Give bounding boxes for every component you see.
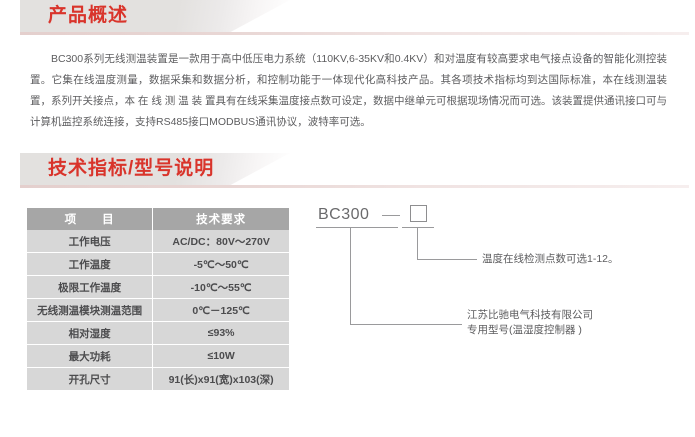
table-row: 开孔尺寸 91(长)x91(宽)x103(深): [27, 367, 289, 390]
spec-header-requirement: 技术要求: [152, 208, 289, 230]
spec-table-body: 工作电压 AC/DC：80V～270V 工作温度 -5℃～50℃ 极限工作温度 …: [27, 230, 289, 390]
spec-cell-value: ≤93%: [152, 321, 289, 345]
spec-cell-item: 工作电压: [27, 230, 154, 253]
spec-cell-value: AC/DC：80V～270V: [152, 230, 289, 253]
spec-table: 项 目 技术要求 工作电压 AC/DC：80V～270V 工作温度 -5℃～50…: [27, 208, 289, 390]
tech-content-area: 项 目 技术要求 工作电压 AC/DC：80V～270V 工作温度 -5℃～50…: [0, 200, 695, 390]
leader-line-box-horizontal: [417, 259, 477, 260]
overview-body: BC300系列无线测温装置是一款用于高中低压电力系统（110KV,6-35KV和…: [30, 49, 667, 133]
spec-cell-item: 最大功耗: [27, 344, 154, 368]
model-note-company: 江苏比驰电气科技有限公司 专用型号(温湿度控制器 ): [467, 308, 593, 338]
model-box-underline: [402, 227, 434, 228]
spec-header-item: 项 目: [27, 208, 154, 230]
table-row: 工作温度 -5℃～50℃: [27, 252, 289, 276]
table-row: 极限工作温度 -10℃～55℃: [27, 275, 289, 299]
spec-cell-value: -10℃～55℃: [152, 275, 289, 299]
spec-cell-value: 91(长)x91(宽)x103(深): [152, 367, 289, 390]
spec-table-header-row: 项 目 技术要求: [27, 208, 289, 230]
model-dash-icon: [382, 215, 400, 216]
tech-title: 技术指标/型号说明: [48, 158, 215, 179]
table-row: 工作电压 AC/DC：80V～270V: [27, 230, 289, 253]
model-number-diagram: BC300 温度在线检测点数可选1-12。 江苏比驰电气科技有限公司 专用型号(…: [310, 200, 690, 385]
tech-section-header: 技术指标/型号说明: [20, 153, 695, 185]
overview-title: 产品概述: [48, 5, 129, 26]
leader-line-code-vertical: [350, 227, 351, 325]
leader-line-code-horizontal: [350, 324, 462, 325]
spec-cell-item: 极限工作温度: [27, 275, 154, 299]
spec-cell-item: 无线测温模块测温范围: [27, 298, 154, 322]
overview-section-header: 产品概述: [20, 0, 695, 32]
table-row: 最大功耗 ≤10W: [27, 344, 289, 368]
tech-header-rule: [20, 185, 689, 188]
leader-line-box-vertical: [417, 227, 418, 260]
spec-cell-item: 相对湿度: [27, 321, 154, 345]
table-row: 相对湿度 ≤93%: [27, 321, 289, 345]
table-row: 无线测温模块测温范围 0℃－125℃: [27, 298, 289, 322]
spec-cell-item: 开孔尺寸: [27, 367, 154, 390]
overview-header-rule: [20, 32, 689, 35]
spec-cell-value: ≤10W: [152, 344, 289, 368]
overview-paragraph: BC300系列无线测温装置是一款用于高中低压电力系统（110KV,6-35KV和…: [30, 53, 668, 128]
spec-cell-value: -5℃～50℃: [152, 252, 289, 276]
model-note-company-line1: 江苏比驰电气科技有限公司: [467, 309, 593, 321]
model-code-underline: [316, 227, 398, 228]
spec-cell-item: 工作温度: [27, 252, 154, 276]
spec-cell-value: 0℃－125℃: [152, 298, 289, 322]
model-note-company-line2: 专用型号(温湿度控制器 ): [467, 324, 582, 336]
model-note-detection-points: 温度在线检测点数可选1-12。: [482, 253, 619, 265]
spec-table-head: 项 目 技术要求: [27, 208, 289, 230]
model-code-label: BC300: [318, 206, 370, 223]
model-option-box-icon: [410, 205, 427, 222]
